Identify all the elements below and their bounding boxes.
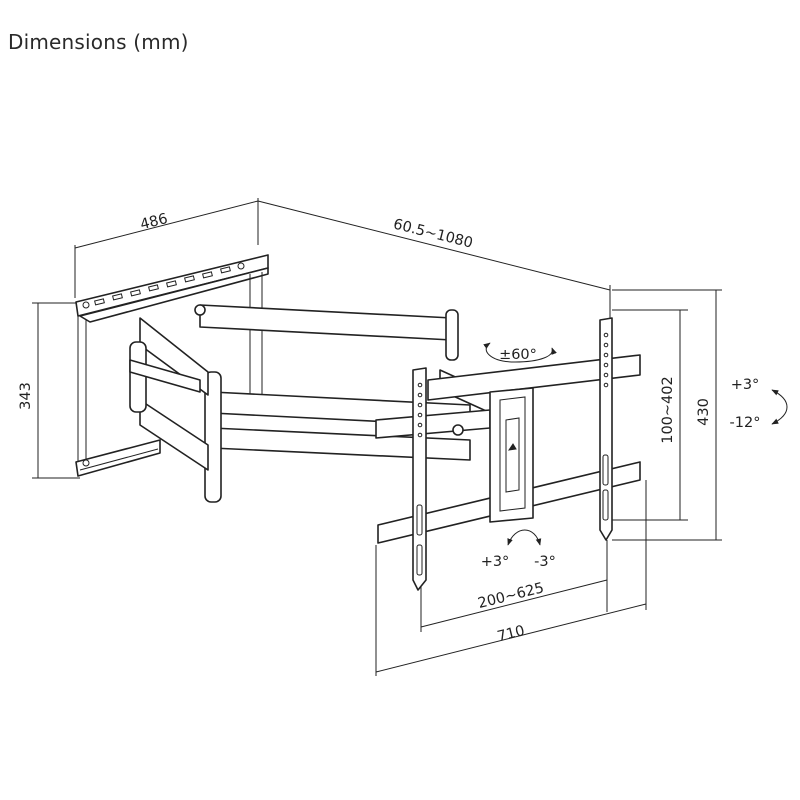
dim-710-label: 710 <box>496 623 527 645</box>
dim-486-label: 486 <box>139 211 170 233</box>
roll-indicator <box>507 529 542 546</box>
tv-bracket <box>377 317 641 591</box>
tilt-up-label: +3° <box>731 377 760 393</box>
roll-right-label: -3° <box>534 554 556 570</box>
swivel-label: ±60° <box>499 347 537 363</box>
wall-plate-top-slots <box>82 262 245 309</box>
dimension-lines <box>32 198 722 676</box>
diagram-title: Dimensions (mm) <box>8 30 189 54</box>
dim-arm-extension-label: 60.5~1080 <box>392 217 475 252</box>
dim-430-label: 430 <box>696 398 712 426</box>
dim-100-402-label: 100~402 <box>660 376 676 444</box>
swivel-indicator <box>483 342 557 363</box>
roll-left-label: +3° <box>481 554 510 570</box>
tilt-indicator <box>771 389 788 425</box>
dim-343-label: 343 <box>18 382 34 410</box>
right-bar-holes <box>602 332 609 521</box>
swing-arms <box>129 304 496 503</box>
dim-200-625-label: 200~625 <box>476 580 545 612</box>
left-bar-holes <box>416 382 423 576</box>
wall-plate <box>75 254 269 477</box>
tilt-down-label: -12° <box>730 415 761 431</box>
